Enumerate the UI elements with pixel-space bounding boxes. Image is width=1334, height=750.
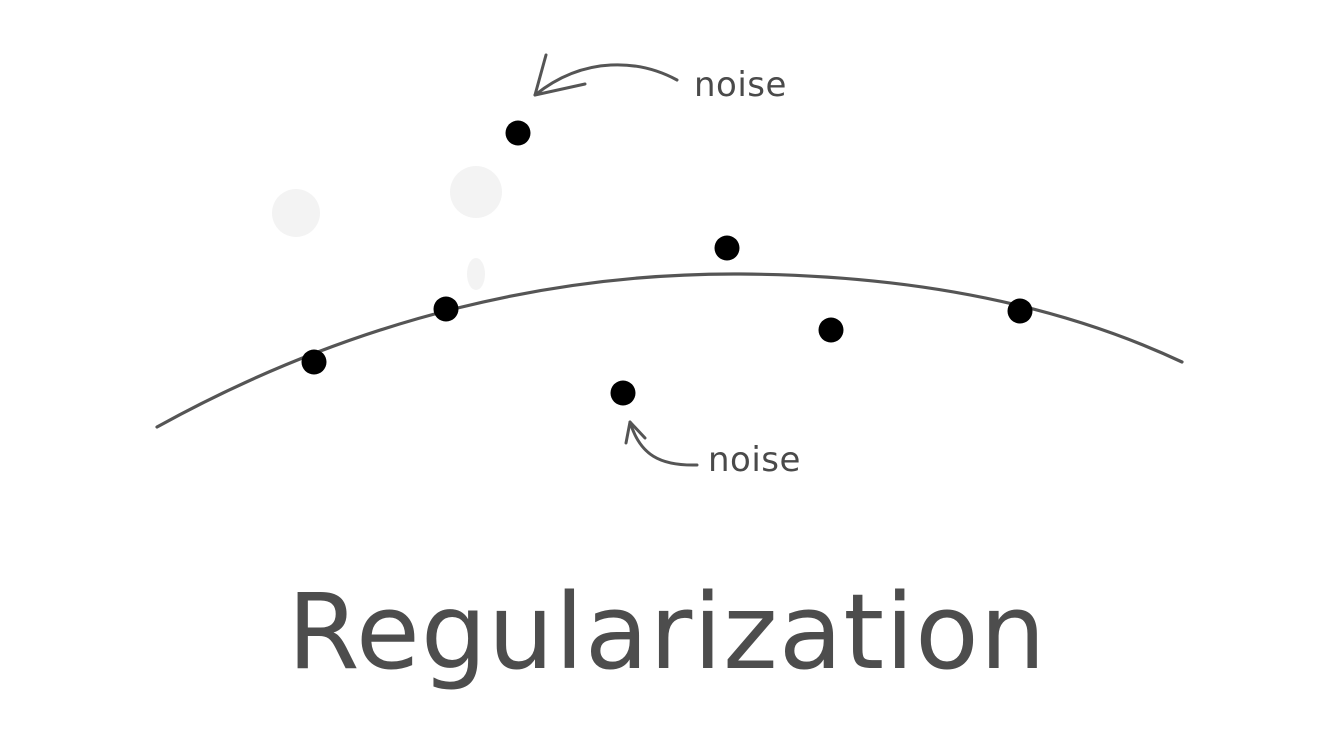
noise-label-bottom: noise bbox=[708, 440, 801, 480]
fitted-curve bbox=[155, 272, 1184, 429]
data-point-noise-top bbox=[505, 120, 531, 146]
faint-blob-center bbox=[450, 166, 502, 218]
data-point-noise-bottom bbox=[610, 380, 636, 406]
page-title: Regularization bbox=[287, 571, 1046, 693]
data-point bbox=[818, 317, 844, 343]
arrow-top-head bbox=[533, 53, 587, 97]
faint-blob-small bbox=[467, 258, 485, 290]
noise-label-top: noise bbox=[694, 65, 787, 105]
faint-blob-left bbox=[272, 189, 320, 237]
arrow-top-shaft bbox=[533, 63, 679, 97]
arrow-bottom-head bbox=[624, 420, 647, 445]
data-point bbox=[433, 296, 459, 322]
data-point bbox=[1007, 298, 1033, 324]
data-point bbox=[714, 235, 740, 261]
data-point bbox=[301, 349, 327, 375]
arrow-bottom-shaft bbox=[628, 420, 699, 467]
